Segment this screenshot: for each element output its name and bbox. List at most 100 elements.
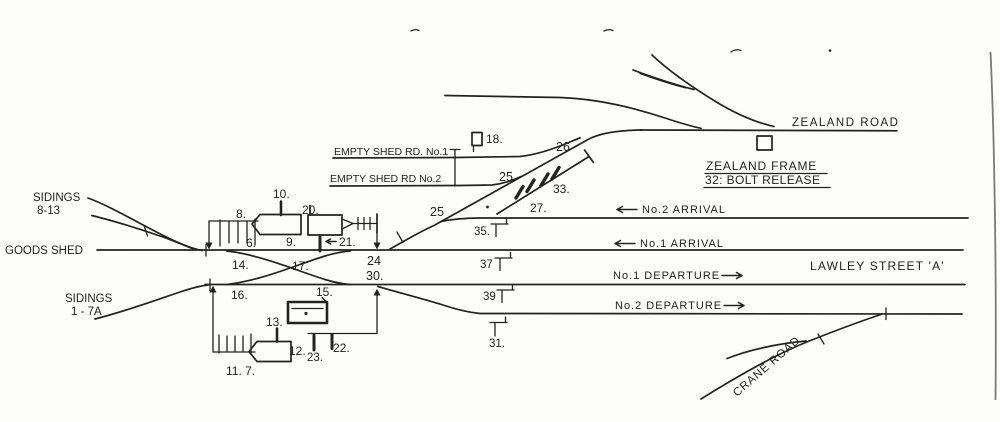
yard-structures [208,135,831,363]
funnel-lines [341,218,354,230]
track-top-long-line [444,94,702,130]
label-num-24: 24 [367,254,381,268]
bracket-lower-right-arrowhead [373,288,381,296]
trap-marks-27 [514,178,536,200]
right-arrow-icon [723,301,745,310]
tick-crane-diagonal [817,333,825,345]
label-num-8: 8. [236,207,246,221]
label-sidings-1-7a-line2: 1 - 7A [71,306,102,318]
track-crane-road-merge-curve [726,340,807,360]
track-top-curve-1 [651,54,775,128]
bracket-upper-left-arrowhead [205,242,213,250]
direction-arrows [325,205,745,310]
track-no2-departure-line [377,285,963,315]
signal-box [286,300,329,325]
label-num-13: 13. [266,315,283,329]
building-9 [251,213,302,236]
label-empty-shed-rd-no2: EMPTY SHED RD No.2 [330,173,441,185]
track-crossover-14 [226,250,351,286]
label-crane-road: CRANE ROAD [731,335,803,400]
left-arrow-icon [616,205,638,214]
label-num-11-7: 11. 7. [226,364,255,378]
trap-marks-33 [539,165,561,188]
point-dot [486,205,489,209]
label-no1-arrival: No.1 ARRIVAL [640,238,724,250]
label-num-20: 20. [302,203,319,217]
track-top-curve-2-retrace [639,72,687,89]
leader-15 [321,296,329,304]
track-sidings-8-13-lower [91,214,197,251]
shunt-signal-18-icon [471,131,483,153]
tick-diagonal-base [396,231,404,244]
label-lawley-street-a: LAWLEY STREET 'A' [810,259,945,273]
label-num-22: 22. [333,341,350,355]
label-sidings-8-13-line2: 8-13 [37,205,60,217]
label-num-31: 31. [489,338,505,350]
track-zealand-road-line [639,129,898,132]
left-arrow-icon [614,239,636,248]
label-num-10: 10. [273,187,290,201]
page-edge-line [989,51,997,401]
building-20 [307,214,343,236]
label-num-18: 18. [486,132,503,146]
label-num-14: 14. [232,258,249,272]
label-sidings-8-13-line1: SIDINGS [33,192,81,204]
track-no2-arrival-line [440,217,969,223]
track-sidings-1-7a [94,284,209,320]
signal-box-dot [304,311,308,316]
label-num-17: 17. [292,259,309,273]
stray-mark-1 [410,28,420,32]
bracket-upper-right-arrowhead [373,242,381,250]
clearance-ticks [143,224,887,345]
label-num-39: 39 [483,291,496,303]
label-num-9: 9. [286,235,296,249]
stub-buffer-bar [583,149,595,164]
track-main-diagonal [389,129,643,250]
ground-signal-37-icon [494,251,513,272]
label-num-25-lower: 25 [430,205,444,219]
label-num-25-upper: 25 [499,170,513,184]
stray-dot [828,49,832,52]
label-no2-departure: No.2 DEPARTURE [615,300,722,312]
stray-mark-3 [730,49,742,53]
label-num-16: 16. [231,288,248,302]
label-num-15: 15. [316,285,333,299]
label-num-33: 33. [553,182,570,196]
hatched-siding [352,216,378,231]
label-num-23: 23. [307,352,323,364]
label-num-21: 21. [339,235,356,249]
label-no1-departure: No.1 DEPARTURE [613,270,720,282]
lower-dock-hatching [218,333,252,354]
track-lines [87,54,969,400]
stray-mark-2 [603,28,614,32]
bracket-lower-left-arrowhead [209,285,217,293]
track-crossover-17 [226,250,351,286]
building-12 [248,340,292,363]
ground-signal-35-icon [490,217,509,238]
track-top-curve-2 [632,69,695,91]
label-zealand-road: ZEALAND ROAD [792,117,899,129]
label-num-27: 27. [530,201,547,215]
label-num-6: 6. [246,236,256,250]
label-bolt-release: 32: BOLT RELEASE [705,173,820,187]
label-sidings-1-7a-line1: SIDINGS [65,293,113,305]
label-zealand-frame: ZEALAND FRAME [706,159,817,173]
label-num-12: 12. [289,344,306,358]
label-no2-arrival: No.2 ARRIVAL [642,204,726,216]
ground-signal-31-icon [489,316,508,337]
track-empty-shed-rd-1 [332,136,581,159]
ground-signal-39-icon [496,283,515,304]
scan-artifacts [410,28,997,401]
signals [471,131,561,337]
bracket-lines [205,148,461,353]
label-num-35: 35. [474,226,490,238]
right-arrow-icon [721,271,743,280]
left-arrow-icon-21 [325,238,337,245]
label-num-26: 26 [556,140,570,154]
upper-dock-hatching [219,218,256,247]
track-sidings-8-13-upper [87,197,203,252]
label-goods-shed: GOODS SHED [5,245,83,257]
